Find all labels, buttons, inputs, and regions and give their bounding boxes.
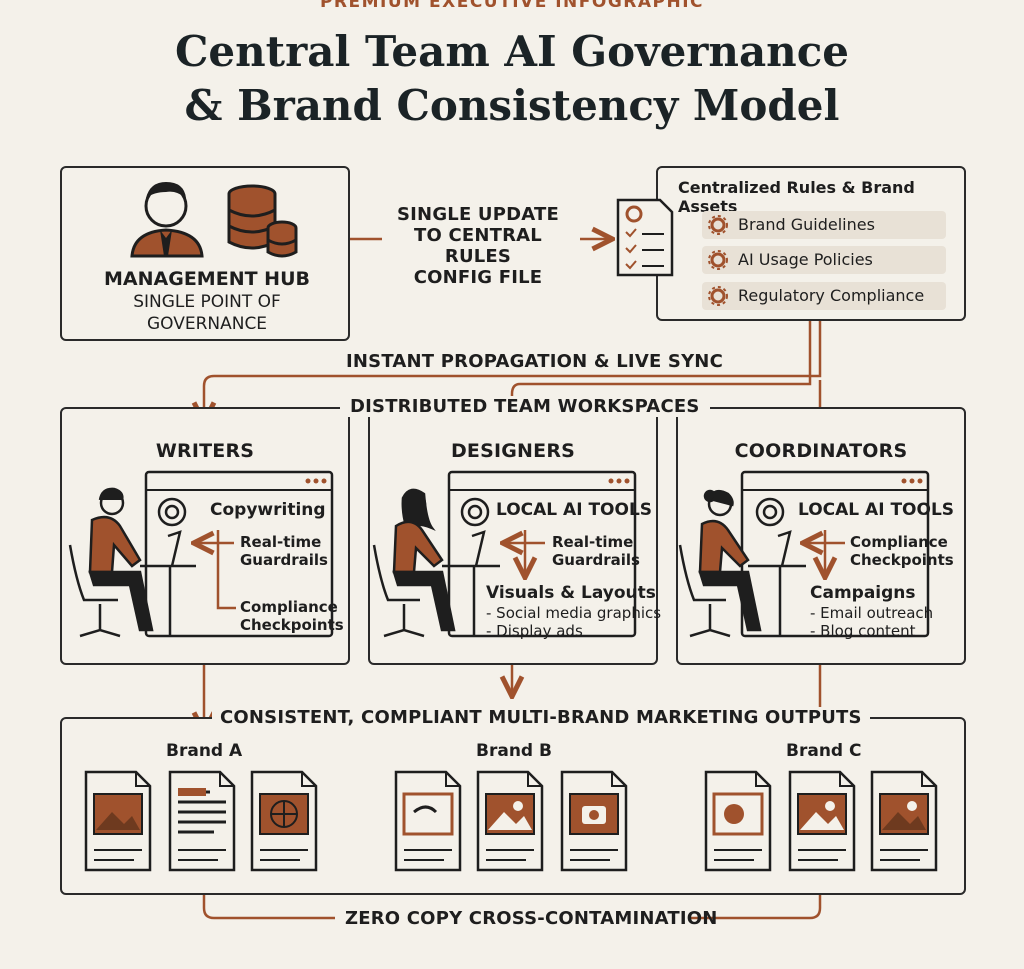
team-name-writers: WRITERS (155, 440, 255, 462)
gear-icon (708, 286, 728, 306)
manager-icon (130, 182, 204, 258)
manager-database-illustration (130, 182, 298, 258)
writers-tool-title: Copywriting (210, 500, 326, 520)
coordinators-section: Campaigns (810, 583, 916, 603)
coordinators-guard-line1: Compliance (850, 533, 948, 551)
person-writer (68, 487, 196, 638)
writers-guard-line2: Guardrails (240, 551, 328, 569)
writers-check-line2: Checkpoints (240, 616, 344, 634)
rule-item-label: AI Usage Policies (738, 250, 873, 269)
brand-label-c: Brand C (786, 741, 862, 761)
designers-guard-line2: Guardrails (552, 551, 640, 569)
central-rules-title: Centralized Rules & Brand Assets (678, 178, 915, 216)
page-title-line1: Central Team AI Governance (174, 27, 849, 76)
writers-guard-line1: Real-time (240, 533, 322, 551)
brand-label-b: Brand B (476, 741, 552, 761)
coordinators-bullet2: - Blog content (810, 622, 916, 640)
page-title-line2: & Brand Consistency Model (184, 81, 840, 130)
update-flow-label: SINGLE UPDATE TO CENTRAL RULES CONFIG FI… (378, 204, 578, 288)
hub-title: MANAGEMENT HUB (104, 268, 310, 290)
coordinators-tool-title: LOCAL AI TOOLS (798, 500, 955, 520)
team-name-designers: DESIGNERS (450, 440, 576, 462)
rule-item-label: Regulatory Compliance (738, 286, 925, 305)
propagation-label: INSTANT PROPAGATION & LIVE SYNC (340, 351, 729, 372)
database-icon (227, 184, 298, 258)
rule-item-regulatory: Regulatory Compliance (702, 282, 946, 310)
designers-bullet1: - Social media graphics (486, 604, 662, 622)
person-coordinator (678, 489, 806, 638)
designers-tool-title: LOCAL AI TOOLS (496, 500, 653, 520)
rule-item-ai-usage: AI Usage Policies (702, 246, 946, 274)
gear-icon (708, 250, 728, 270)
designers-bullet2: - Display ads (486, 622, 583, 640)
team-name-coordinators: COORDINATORS (734, 440, 908, 462)
outputs-label: CONSISTENT, COMPLIANT MULTI-BRAND MARKET… (212, 707, 870, 728)
coordinators-bullet1: - Email outreach (810, 604, 934, 622)
brand-b-documents (394, 770, 628, 872)
update-flow-line2: TO CENTRAL RULES (414, 225, 542, 267)
brand-c-documents (704, 770, 938, 872)
designers-guard-line1: Real-time (552, 533, 634, 551)
ai-knot-icon (157, 497, 785, 527)
coordinators-guard-line2: Checkpoints (850, 551, 954, 569)
person-designer (372, 488, 500, 638)
management-hub-box: MANAGEMENT HUB SINGLE POINT OF GOVERNANC… (60, 166, 350, 341)
brand-label-a: Brand A (166, 741, 243, 761)
footer-label: ZERO COPY CROSS-CONTAMINATION (345, 908, 718, 929)
writers-check-line1: Compliance (240, 598, 338, 616)
gear-icon (708, 215, 728, 235)
header-kicker: PREMIUM EXECUTIVE INFOGRAPHIC (319, 0, 705, 12)
designers-section: Visuals & Layouts (486, 583, 656, 603)
rule-item-brand-guidelines: Brand Guidelines (702, 211, 946, 239)
rule-item-label: Brand Guidelines (738, 215, 875, 234)
update-flow-line1: SINGLE UPDATE (397, 204, 559, 225)
workspaces-label: DISTRIBUTED TEAM WORKSPACES (340, 396, 710, 417)
update-flow-line3: CONFIG FILE (413, 267, 543, 288)
hub-subtitle-1: SINGLE POINT OF (133, 292, 281, 312)
hub-subtitle-2: GOVERNANCE (146, 314, 268, 334)
brand-a-documents (84, 770, 318, 872)
